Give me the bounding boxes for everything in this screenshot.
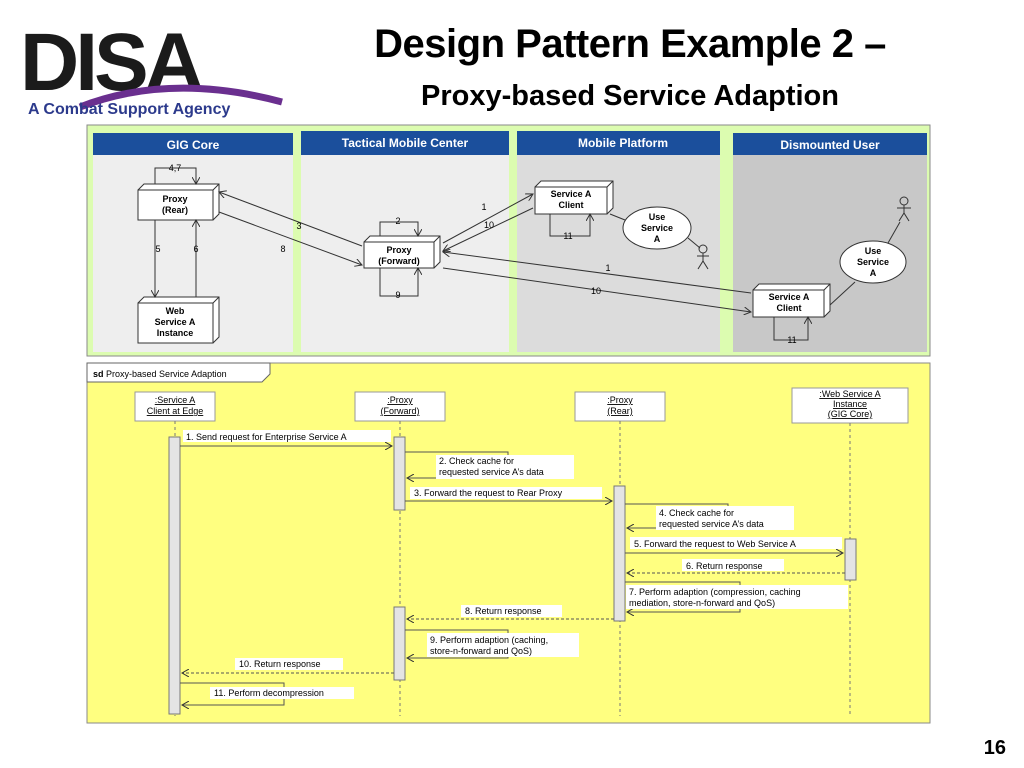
deployment-diagram: GIG Core Tactical Mobile Center Mobile P… xyxy=(86,124,931,357)
activation xyxy=(613,485,626,622)
message-label: requested service A’s data xyxy=(439,467,544,477)
svg-text:A: A xyxy=(654,234,661,244)
actor-mobile-icon xyxy=(697,244,709,270)
svg-text:9: 9 xyxy=(395,290,400,300)
disa-logo: DISA xyxy=(20,17,283,111)
svg-text:(Forward): (Forward) xyxy=(380,406,419,416)
svg-text:(Rear): (Rear) xyxy=(162,205,188,215)
actor-dismounted-icon xyxy=(897,196,911,222)
activation xyxy=(393,436,406,511)
lifeline-web-service: :Web Service A Instance (GIG Core) xyxy=(791,387,909,716)
message-label: 7. Perform adaption (compression, cachin… xyxy=(629,587,801,597)
svg-text::Service A: :Service A xyxy=(155,395,196,405)
lane-label: Dismounted User xyxy=(780,138,880,152)
svg-text:10: 10 xyxy=(484,220,494,230)
svg-text:A: A xyxy=(870,268,877,278)
svg-text:6: 6 xyxy=(193,244,198,254)
node-proxy-forward: Proxy (Forward) xyxy=(363,235,441,269)
lane-label: Tactical Mobile Center xyxy=(342,136,469,150)
svg-text:Service: Service xyxy=(641,223,673,233)
activation xyxy=(393,606,406,681)
page-number: 16 xyxy=(983,737,1006,759)
svg-text:Use: Use xyxy=(649,212,666,222)
svg-text:sd Proxy-based Service Adaptio: sd Proxy-based Service Adaption xyxy=(93,369,227,379)
message-label: 10. Return response xyxy=(239,659,321,669)
svg-text:Use: Use xyxy=(865,246,882,256)
lane-header xyxy=(301,131,509,155)
svg-text:10: 10 xyxy=(591,286,601,296)
sequence-diagram: sd Proxy-based Service Adaption :Service… xyxy=(86,362,931,724)
message-label: mediation, store-n-forward and QoS) xyxy=(629,598,775,608)
svg-text:Web: Web xyxy=(166,306,185,316)
svg-text:4,7: 4,7 xyxy=(169,163,182,173)
svg-text:Proxy: Proxy xyxy=(162,194,187,204)
disa-logo-text: DISA xyxy=(20,17,203,108)
message-label: 5. Forward the request to Web Service A xyxy=(634,539,796,549)
lane-header xyxy=(733,133,927,155)
svg-text:Service A: Service A xyxy=(769,292,810,302)
usecase-dismounted: Use Service A xyxy=(839,240,907,284)
svg-text:(Rear): (Rear) xyxy=(607,406,633,416)
svg-text:3: 3 xyxy=(296,221,301,231)
lane-label: GIG Core xyxy=(167,138,220,152)
node-client-dismounted: Service A Client xyxy=(752,283,831,318)
svg-text:Client at Edge: Client at Edge xyxy=(147,406,204,416)
activation xyxy=(844,538,857,581)
message-label: 8. Return response xyxy=(465,606,542,616)
svg-text:Service A: Service A xyxy=(551,189,592,199)
node-proxy-rear: Proxy (Rear) xyxy=(137,183,220,221)
svg-text:Proxy: Proxy xyxy=(386,245,411,255)
svg-text::Proxy: :Proxy xyxy=(607,395,633,405)
message-label: 9. Perform adaption (caching, xyxy=(430,635,548,645)
svg-text:1: 1 xyxy=(605,263,610,273)
page-title: Design Pattern Example 2 – xyxy=(374,22,886,66)
svg-text:11: 11 xyxy=(787,335,796,345)
frame-keyword: sd xyxy=(93,369,104,379)
svg-text::Web Service A: :Web Service A xyxy=(819,389,880,399)
message-label: 11. Perform decompression xyxy=(214,688,324,698)
svg-text::Proxy: :Proxy xyxy=(387,395,413,405)
lane-header xyxy=(93,133,293,155)
svg-text:(Forward): (Forward) xyxy=(378,256,420,266)
message-label: requested service A’s data xyxy=(659,519,764,529)
svg-text:5: 5 xyxy=(155,244,160,254)
svg-text:Instance: Instance xyxy=(157,328,194,338)
lane-header xyxy=(517,131,720,155)
node-client-mobile: Service A Client xyxy=(534,180,614,215)
message-label: 2. Check cache for xyxy=(439,456,514,466)
frame-tab xyxy=(86,362,271,383)
svg-text:1: 1 xyxy=(481,202,486,212)
lane-label: Mobile Platform xyxy=(578,136,668,150)
usecase-mobile: Use Service A xyxy=(622,206,692,250)
frame-title: Proxy-based Service Adaption xyxy=(106,369,227,379)
lifeline-proxy-rear: :Proxy (Rear) xyxy=(574,391,666,716)
tagline: A Combat Support Agency xyxy=(28,101,231,118)
message-label: 6. Return response xyxy=(686,561,763,571)
svg-text:Client: Client xyxy=(558,200,583,210)
message-label: 1. Send request for Enterprise Service A xyxy=(186,432,347,442)
activation xyxy=(168,436,181,715)
svg-text:11: 11 xyxy=(563,231,572,241)
message-label: store-n-forward and QoS) xyxy=(430,646,532,656)
message-label: 3. Forward the request to Rear Proxy xyxy=(414,488,563,498)
svg-text:Service: Service xyxy=(857,257,889,267)
logo-swoosh xyxy=(78,84,283,111)
svg-text:Service A: Service A xyxy=(155,317,196,327)
svg-text:(GIG Core): (GIG Core) xyxy=(828,409,873,419)
svg-text:2: 2 xyxy=(395,216,400,226)
node-web-service: Web Service A Instance xyxy=(137,296,220,344)
svg-text:Client: Client xyxy=(776,303,801,313)
svg-text:8: 8 xyxy=(280,244,285,254)
page-subtitle: Proxy-based Service Adaption xyxy=(421,80,839,112)
message-label: 4. Check cache for xyxy=(659,508,734,518)
svg-text:Instance: Instance xyxy=(833,399,867,409)
